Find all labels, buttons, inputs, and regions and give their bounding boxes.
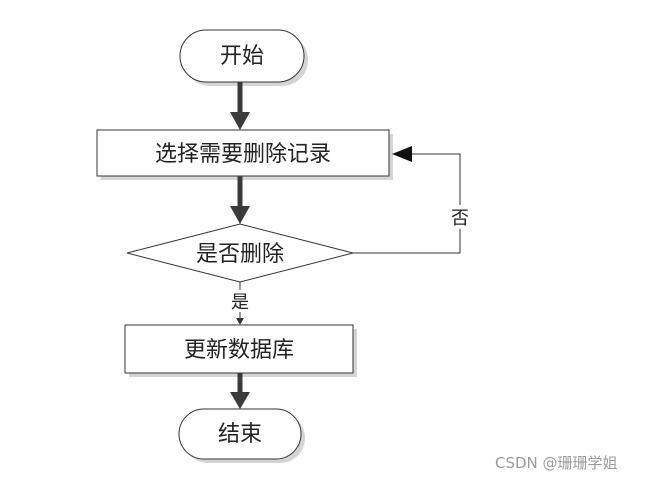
end-node: 结束 (178, 408, 305, 463)
no-edge-label: 否 (451, 208, 469, 229)
update-database-node: 更新数据库 (124, 324, 357, 377)
delete-decision-node: 是否删除 (126, 223, 354, 283)
arrow-select-to-decision (230, 176, 250, 224)
start-node-label: 开始 (220, 44, 264, 69)
csdn-watermark: CSDN @珊珊学姐 (495, 454, 618, 472)
yes-edge-label: 是 (231, 292, 249, 313)
arrow-start-to-select (230, 82, 250, 130)
yes-edge: 是 (229, 282, 251, 325)
arrow-update-to-end (230, 373, 250, 409)
delete-decision-label: 是否删除 (196, 242, 284, 267)
select-record-node: 选择需要删除记录 (96, 129, 393, 180)
end-node-label: 结束 (218, 422, 262, 447)
select-record-label: 选择需要删除记录 (155, 142, 331, 167)
no-loop-edge: 否 (353, 146, 471, 254)
update-database-label: 更新数据库 (184, 338, 294, 363)
start-node: 开始 (179, 29, 308, 86)
